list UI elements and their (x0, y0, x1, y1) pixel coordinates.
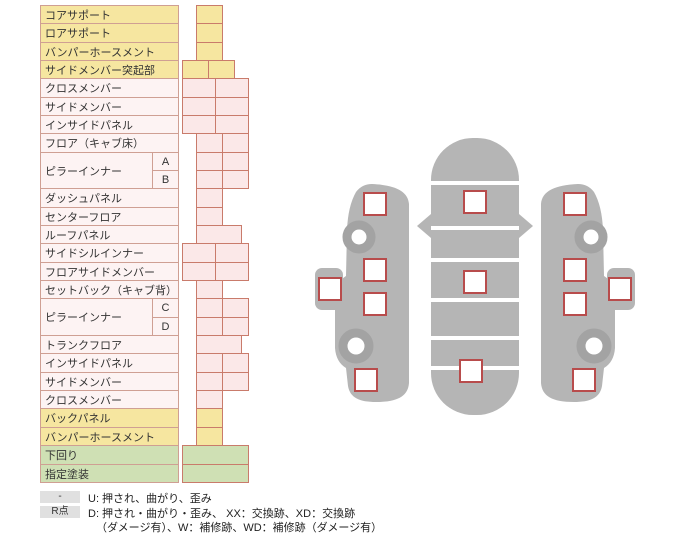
checkpoint-box[interactable] (363, 258, 387, 282)
part-label: バンパーホースメント (40, 42, 179, 61)
part-label: フロア（キャブ床） (40, 133, 179, 153)
damage-cell[interactable] (182, 97, 216, 116)
damage-cell[interactable] (182, 243, 216, 263)
part-label: インサイドパネル (40, 353, 179, 373)
legend-text-d2: （ダメージ有）、W：補修跡、WD：補修跡（ダメージ有） (96, 522, 383, 534)
checkpoint-box[interactable] (608, 277, 632, 301)
pillar-sub-label: B (152, 170, 179, 189)
damage-cell[interactable] (182, 115, 216, 134)
legend-symbol-rten: R点 (40, 506, 80, 518)
damage-cell[interactable] (196, 298, 223, 318)
pillar-sub-label: D (152, 317, 179, 336)
part-label: クロスメンバー (40, 390, 179, 409)
damage-cell[interactable] (215, 97, 249, 116)
damage-cell[interactable] (222, 372, 249, 391)
damage-cell[interactable] (182, 445, 249, 465)
checkpoint-box[interactable] (572, 368, 596, 392)
damage-cell[interactable] (196, 152, 223, 171)
part-label: 下回り (40, 445, 179, 465)
part-label: バンパーホースメント (40, 427, 179, 446)
damage-cell[interactable] (196, 335, 242, 354)
part-label: サイドメンバー (40, 97, 179, 116)
damage-cell[interactable] (222, 152, 249, 171)
part-label: センターフロア (40, 207, 179, 226)
part-label: ダッシュパネル (40, 188, 179, 208)
part-label: ルーフパネル (40, 225, 179, 244)
damage-cell[interactable] (222, 133, 249, 153)
checkpoint-box[interactable] (563, 192, 587, 216)
checkpoint-box[interactable] (563, 258, 587, 282)
legend-text-u: U: 押され、曲がり、歪み (88, 493, 212, 505)
part-label: インサイドパネル (40, 115, 179, 134)
part-label: ロアサポート (40, 23, 179, 43)
checkpoint-box[interactable] (363, 292, 387, 316)
part-label: トランクフロア (40, 335, 179, 354)
checkpoint-box[interactable] (459, 359, 483, 383)
damage-cell[interactable] (196, 372, 223, 391)
damage-cell[interactable] (196, 188, 223, 208)
damage-cell[interactable] (182, 464, 249, 483)
damage-cell[interactable] (196, 317, 223, 336)
damage-cell[interactable] (208, 60, 235, 79)
damage-cell[interactable] (222, 353, 249, 373)
damage-cell[interactable] (215, 78, 249, 98)
left-mirror-stalk-shape (417, 214, 431, 238)
checkpoint-box[interactable] (318, 277, 342, 301)
part-label: ピラーインナー (40, 298, 153, 336)
part-label: コアサポート (40, 5, 179, 24)
damage-cell[interactable] (196, 408, 223, 428)
damage-cell[interactable] (196, 23, 223, 43)
damage-cell[interactable] (196, 427, 223, 446)
damage-cell[interactable] (196, 133, 223, 153)
part-label: サイドメンバー (40, 372, 179, 391)
damage-cell[interactable] (196, 5, 223, 24)
damage-cell[interactable] (222, 317, 249, 336)
damage-cell[interactable] (196, 42, 223, 61)
part-label: フロアサイドメンバー (40, 262, 179, 281)
checkpoint-box[interactable] (463, 270, 487, 294)
damage-cell[interactable] (196, 207, 223, 226)
right-mirror-stalk-shape (519, 214, 533, 238)
legend-symbol-dash: - (40, 491, 80, 503)
damage-cell[interactable] (222, 298, 249, 318)
part-label: セットバック（キャブ背） (40, 280, 179, 299)
damage-cell[interactable] (215, 262, 249, 281)
damage-cell[interactable] (182, 78, 216, 98)
damage-cell[interactable] (222, 170, 249, 189)
damage-cell[interactable] (215, 243, 249, 263)
part-label: サイドメンバー突起部 (40, 60, 179, 79)
part-label: 指定塗装 (40, 464, 179, 483)
part-label: ピラーインナー (40, 152, 153, 189)
part-label: クロスメンバー (40, 78, 179, 98)
checkpoint-box[interactable] (463, 190, 487, 214)
pillar-sub-label: C (152, 298, 179, 318)
part-label: サイドシルインナー (40, 243, 179, 263)
damage-cell[interactable] (196, 353, 223, 373)
checkpoint-box[interactable] (354, 368, 378, 392)
checkpoint-box[interactable] (563, 292, 587, 316)
legend-text-d: D: 押され・曲がり・歪み、 XX：交換跡、XD：交換跡 (88, 508, 356, 520)
damage-cell[interactable] (215, 115, 249, 134)
damage-cell[interactable] (196, 225, 242, 244)
pillar-sub-label: A (152, 152, 179, 171)
damage-cell[interactable] (196, 390, 223, 409)
damage-cell[interactable] (182, 262, 216, 281)
damage-cell[interactable] (196, 170, 223, 189)
checkpoint-box[interactable] (363, 192, 387, 216)
damage-cell[interactable] (182, 60, 209, 79)
damage-cell[interactable] (196, 280, 223, 299)
part-label: バックパネル (40, 408, 179, 428)
